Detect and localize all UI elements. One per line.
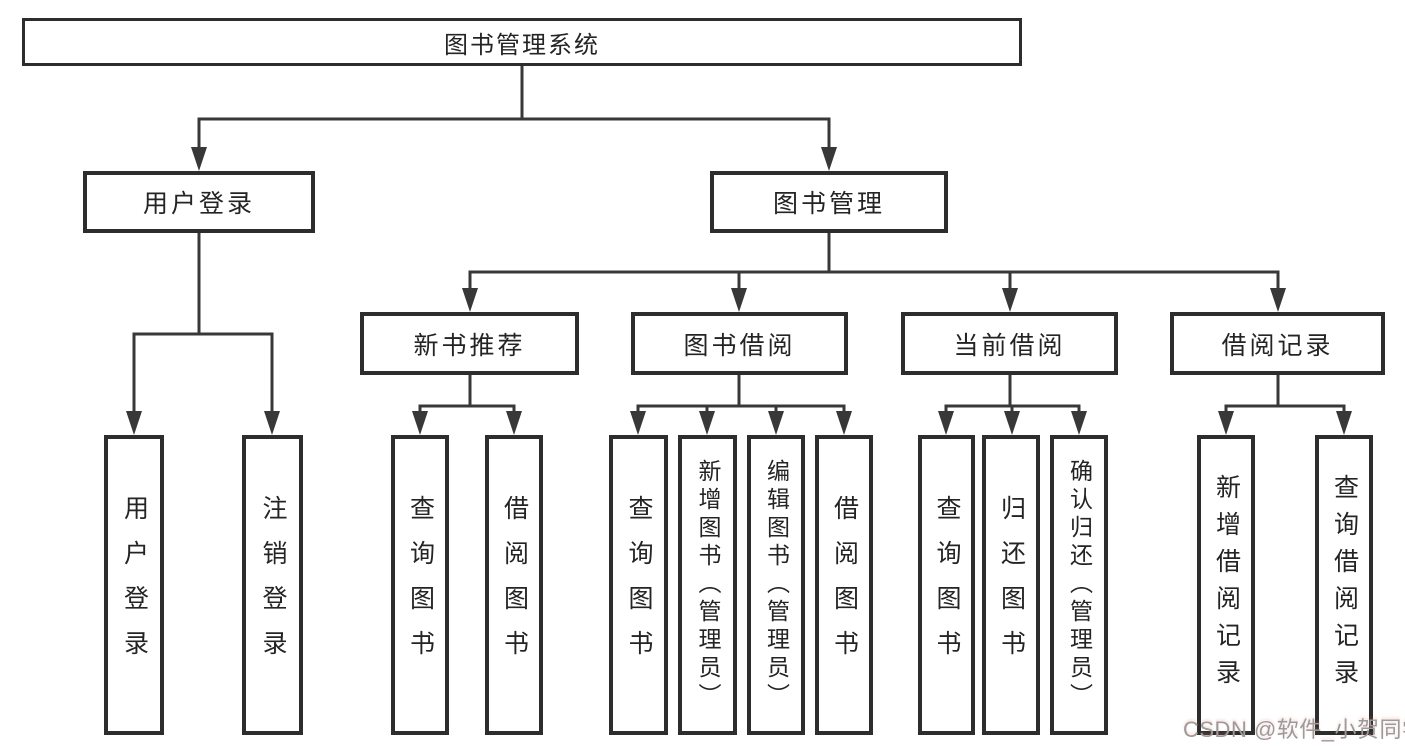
node-current-borrowing: 当前借阅 bbox=[901, 312, 1118, 375]
node-book-management: 图书管理 bbox=[710, 171, 948, 233]
leaf-query-books-borrowing: 查询图书 bbox=[609, 435, 668, 735]
leaf-borrow-books-borrowing: 借阅图书 bbox=[815, 435, 873, 735]
node-library-system: 图书管理系统 bbox=[22, 18, 1022, 66]
leaf-borrow-books-recommend: 借阅图书 bbox=[485, 435, 543, 735]
node-book-borrowing: 图书借阅 bbox=[631, 312, 848, 375]
leaf-user-login: 用户登录 bbox=[104, 435, 164, 735]
leaf-confirm-return-admin: 确认归还（管理员） bbox=[1050, 435, 1108, 735]
leaf-query-books-recommend: 查询图书 bbox=[391, 435, 449, 735]
node-user-login: 用户登录 bbox=[83, 171, 315, 233]
csdn-watermark: CSDN @软件_小贺同学 bbox=[1183, 717, 1405, 742]
leaf-edit-book-admin: 编辑图书（管理员） bbox=[747, 435, 805, 735]
leaf-query-borrow-record: 查询借阅记录 bbox=[1315, 435, 1373, 735]
leaf-query-books-current: 查询图书 bbox=[918, 435, 975, 735]
leaf-add-borrow-record: 新增借阅记录 bbox=[1197, 435, 1255, 735]
leaf-logout: 注销登录 bbox=[242, 435, 303, 735]
node-new-book-recommendation: 新书推荐 bbox=[360, 312, 579, 375]
leaf-return-book: 归还图书 bbox=[982, 435, 1040, 735]
leaf-add-book-admin: 新增图书（管理员） bbox=[678, 435, 737, 735]
node-borrowing-records: 借阅记录 bbox=[1170, 312, 1385, 375]
